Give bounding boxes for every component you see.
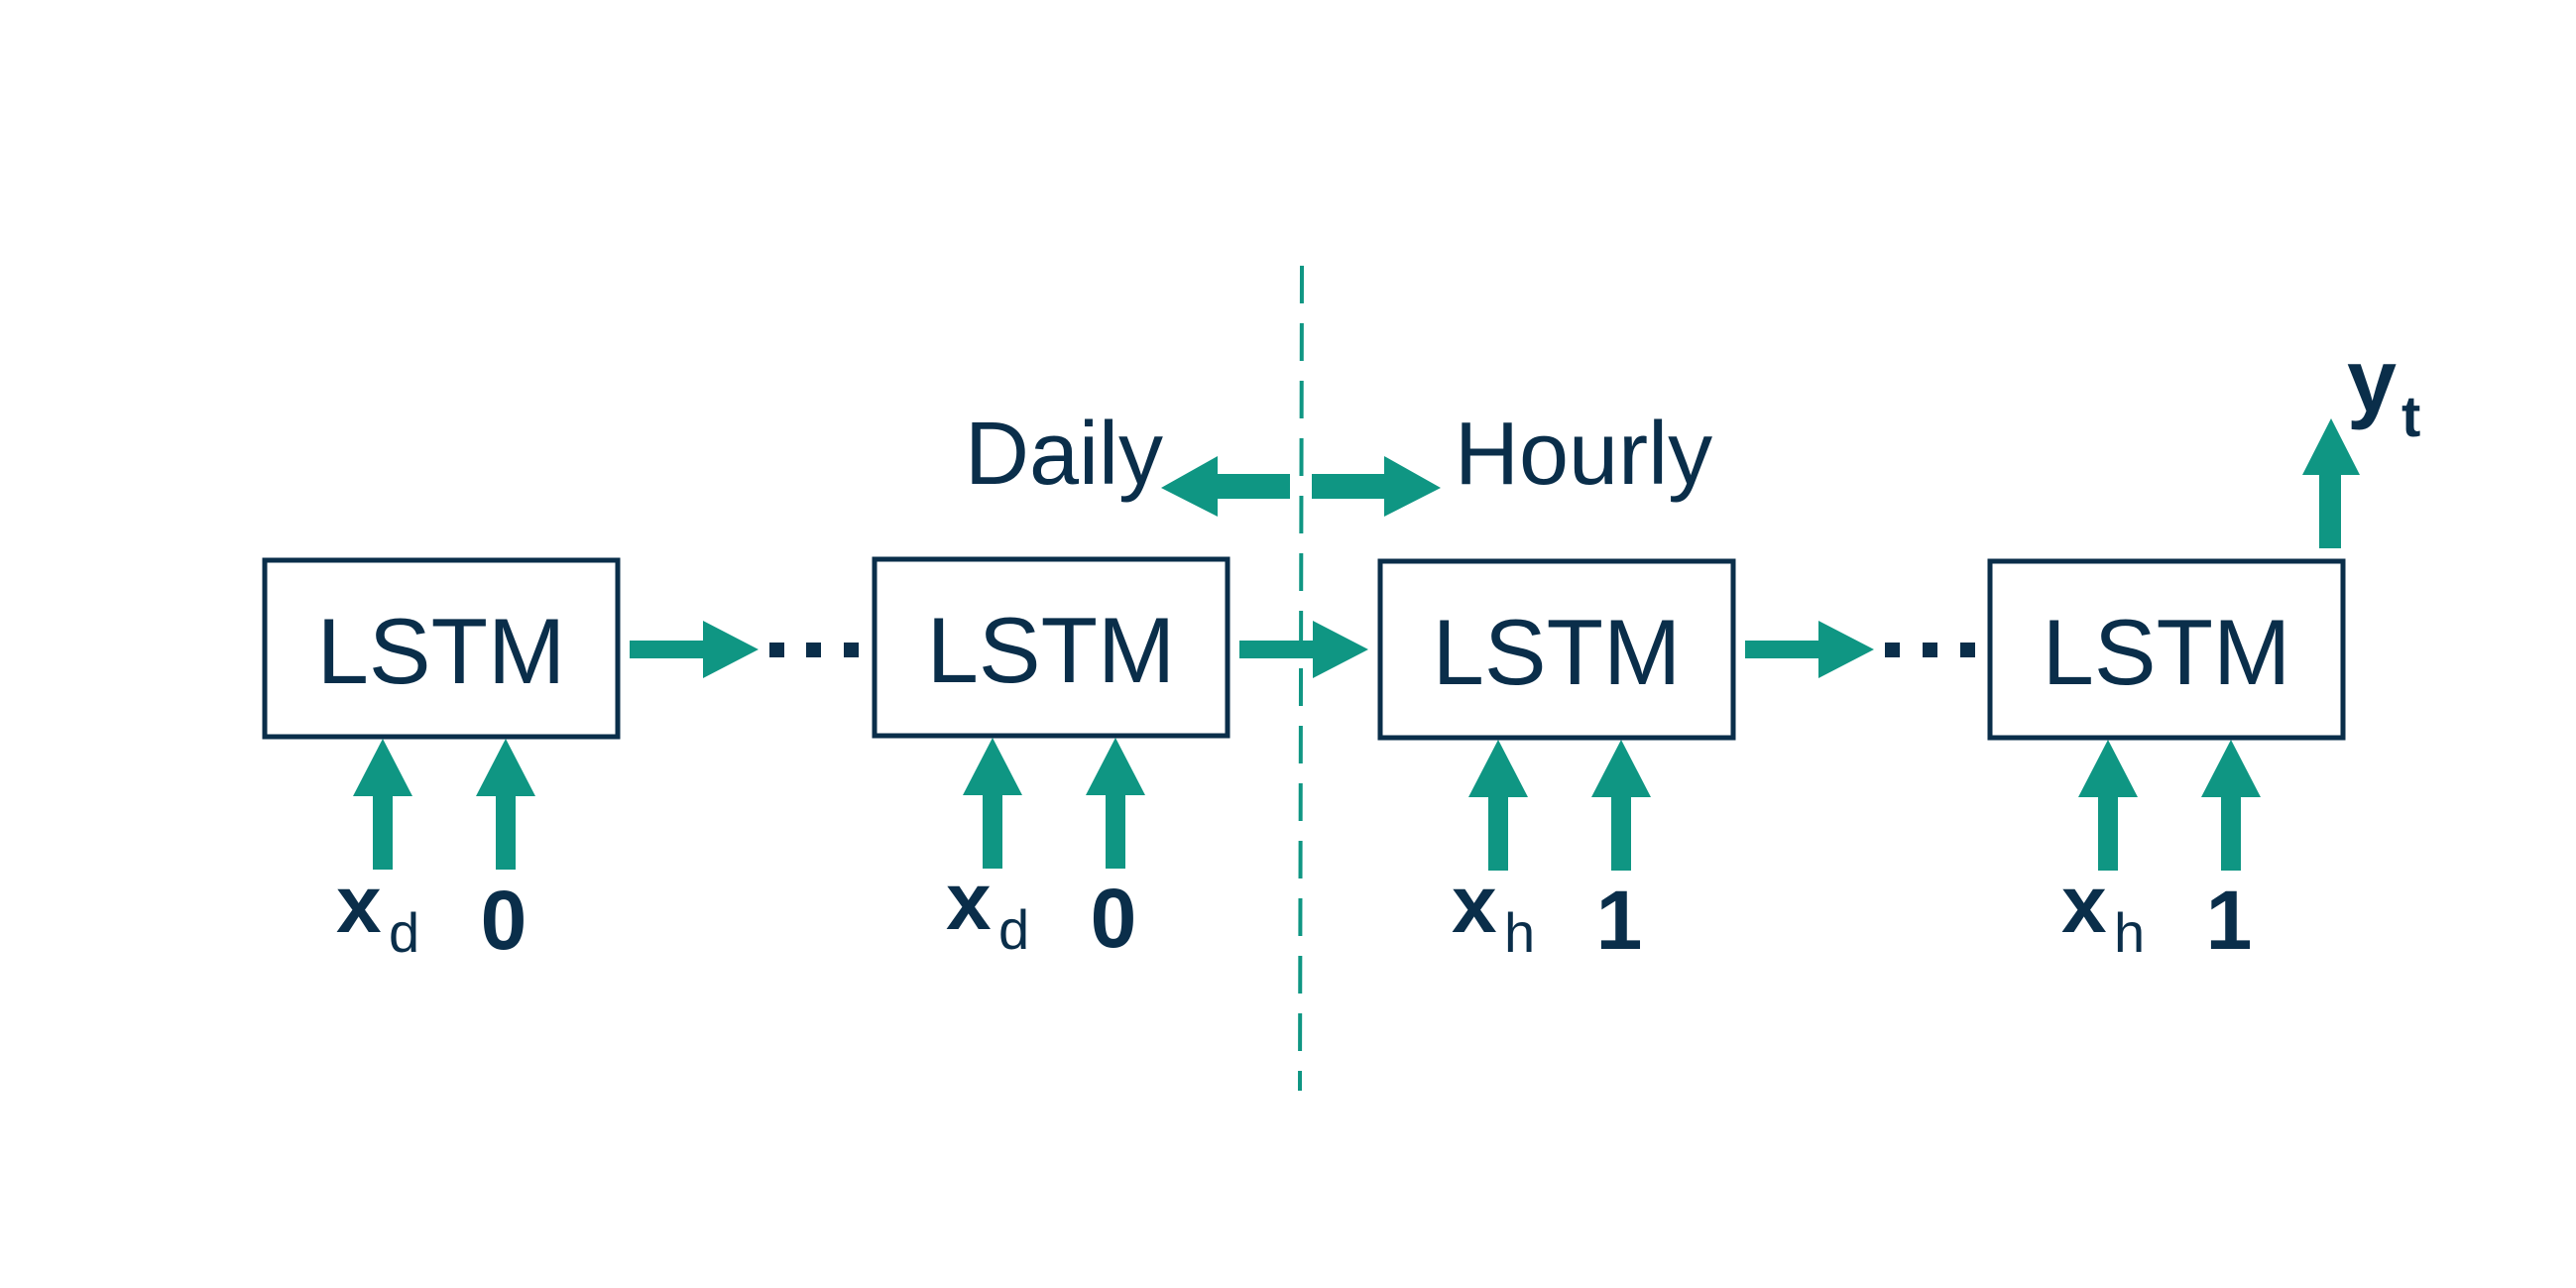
input-arrow-cell1-x — [353, 739, 412, 870]
output-label: y t — [2347, 332, 2420, 449]
input-flag: 1 — [1596, 874, 1643, 967]
lstm-cell-label: LSTM — [1433, 600, 1682, 704]
lstm-cell-2: LSTM — [872, 556, 1230, 739]
input-var: x — [2061, 860, 2107, 950]
ellipsis-daily — [769, 643, 859, 657]
input-label-cell1: x d 0 — [336, 860, 527, 967]
lstm-cell-label: LSTM — [927, 598, 1176, 702]
input-var: x — [336, 860, 382, 950]
input-subscript: d — [389, 901, 419, 964]
daily-label: Daily — [965, 405, 1163, 504]
input-arrow-cell4-flag — [2201, 740, 2261, 871]
input-arrow-cell3-x — [1468, 740, 1528, 871]
input-subscript: d — [998, 898, 1029, 961]
input-arrow-cell4-x — [2078, 740, 2138, 871]
hourly-label: Hourly — [1455, 405, 1712, 504]
input-flag: 0 — [1091, 872, 1137, 965]
lstm-cell-label: LSTM — [2043, 600, 2291, 704]
input-flag: 0 — [481, 874, 527, 967]
input-var: x — [1452, 860, 1497, 950]
input-subscript: h — [2114, 901, 2145, 964]
output-subscript: t — [2401, 385, 2420, 449]
input-label-cell2: x d 0 — [946, 857, 1136, 965]
input-var: x — [946, 857, 992, 947]
lstm-cell-4: LSTM — [1987, 558, 2346, 741]
region-divider — [1298, 265, 1304, 1092]
input-arrow-cell2-x — [963, 738, 1022, 869]
lstm-cell-3: LSTM — [1377, 558, 1736, 741]
input-label-cell4: x h 1 — [2061, 860, 2252, 967]
recurrent-arrow-2 — [1239, 621, 1368, 678]
daily-direction-arrow — [1161, 456, 1290, 517]
input-flag: 1 — [2206, 874, 2253, 967]
output-var: y — [2347, 332, 2397, 431]
recurrent-arrow-3 — [1745, 621, 1874, 678]
input-arrow-cell2-flag — [1086, 738, 1145, 869]
lstm-cell-1: LSTM — [262, 557, 621, 740]
input-label-cell3: x h 1 — [1452, 860, 1642, 967]
lstm-cell-label: LSTM — [317, 599, 566, 703]
input-arrow-cell1-flag — [476, 739, 535, 870]
input-arrow-cell3-flag — [1591, 740, 1651, 871]
hourly-direction-arrow — [1312, 456, 1441, 517]
input-subscript: h — [1504, 901, 1535, 964]
ellipsis-hourly — [1885, 643, 1975, 657]
output-arrow — [2302, 418, 2360, 548]
recurrent-arrow-1 — [630, 621, 759, 678]
